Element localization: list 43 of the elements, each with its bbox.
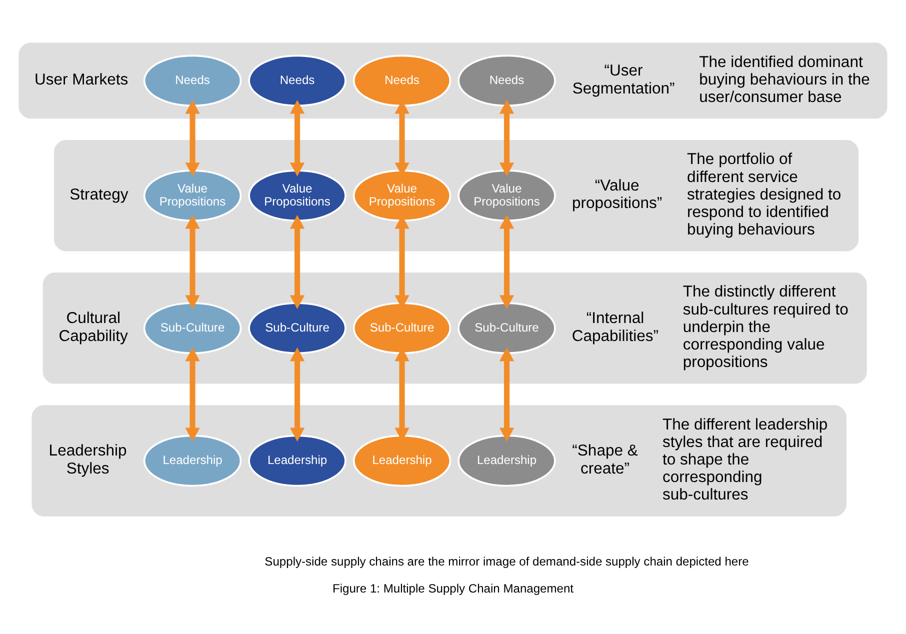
cluster bbox=[32, 404, 846, 516]
arrow bbox=[185, 214, 200, 309]
arrow bbox=[290, 346, 305, 442]
node-label: The identified dominant buying behaviours in the user/consumer base bbox=[699, 53, 870, 106]
node-ellipse: Needs bbox=[458, 54, 556, 106]
node-label: “Value propositions” bbox=[572, 177, 662, 212]
node-ellipse: Sub-Culture bbox=[458, 302, 556, 354]
node-label: The portfolio of different service strategies designed to respond to identified buying behaviours bbox=[687, 150, 842, 238]
arrow bbox=[185, 99, 200, 176]
node-ellipse: Leadership bbox=[352, 434, 452, 486]
node-label: “User Segmentation” bbox=[572, 62, 675, 97]
node-ellipse: Value Propositions bbox=[248, 169, 346, 222]
node-ellipse: Leadership bbox=[248, 434, 346, 486]
node-ellipse: Sub-Culture bbox=[248, 302, 346, 354]
node-label: “Shape & create” bbox=[572, 442, 638, 477]
node-label: User Markets bbox=[34, 70, 128, 88]
label: Supply-side supply chains are the mirror image of demand-side supply chain depicted here bbox=[264, 554, 749, 568]
node-label: “Internal Capabilities” bbox=[572, 310, 659, 344]
node-ellipse: Leadership bbox=[458, 434, 556, 486]
cluster bbox=[42, 272, 867, 384]
node-label: The different leadership styles that are required to shape the corresponding sub-cultures bbox=[662, 416, 828, 504]
node-ellipse: Needs bbox=[352, 54, 452, 106]
node-ellipse: Needs bbox=[248, 54, 346, 106]
arrow bbox=[499, 346, 514, 442]
node-ellipse: Leadership bbox=[143, 434, 242, 486]
arrow bbox=[185, 346, 200, 442]
arrow bbox=[290, 214, 305, 309]
caption: Figure 1: Multiple Supply Chain Management bbox=[332, 580, 574, 595]
node-ellipse: Value Propositions bbox=[143, 169, 242, 222]
node-ellipse: Sub-Culture bbox=[143, 302, 242, 354]
arrow bbox=[499, 214, 514, 309]
node-label: Strategy bbox=[70, 186, 128, 203]
node-ellipse: Value Propositions bbox=[458, 169, 556, 222]
node-ellipse: Needs bbox=[143, 54, 242, 106]
node-label: Cultural Capability bbox=[58, 310, 128, 344]
node-label: Leadership Styles bbox=[48, 442, 127, 477]
arrow bbox=[499, 99, 514, 176]
node-ellipse: Value Propositions bbox=[352, 169, 452, 222]
arrow bbox=[290, 99, 305, 176]
node-label: The distinctly different sub-cultures required to underpin the corresponding value propositions bbox=[682, 283, 848, 371]
cluster bbox=[54, 140, 859, 251]
cluster bbox=[18, 42, 888, 118]
node-ellipse: Sub-Culture bbox=[352, 302, 452, 354]
